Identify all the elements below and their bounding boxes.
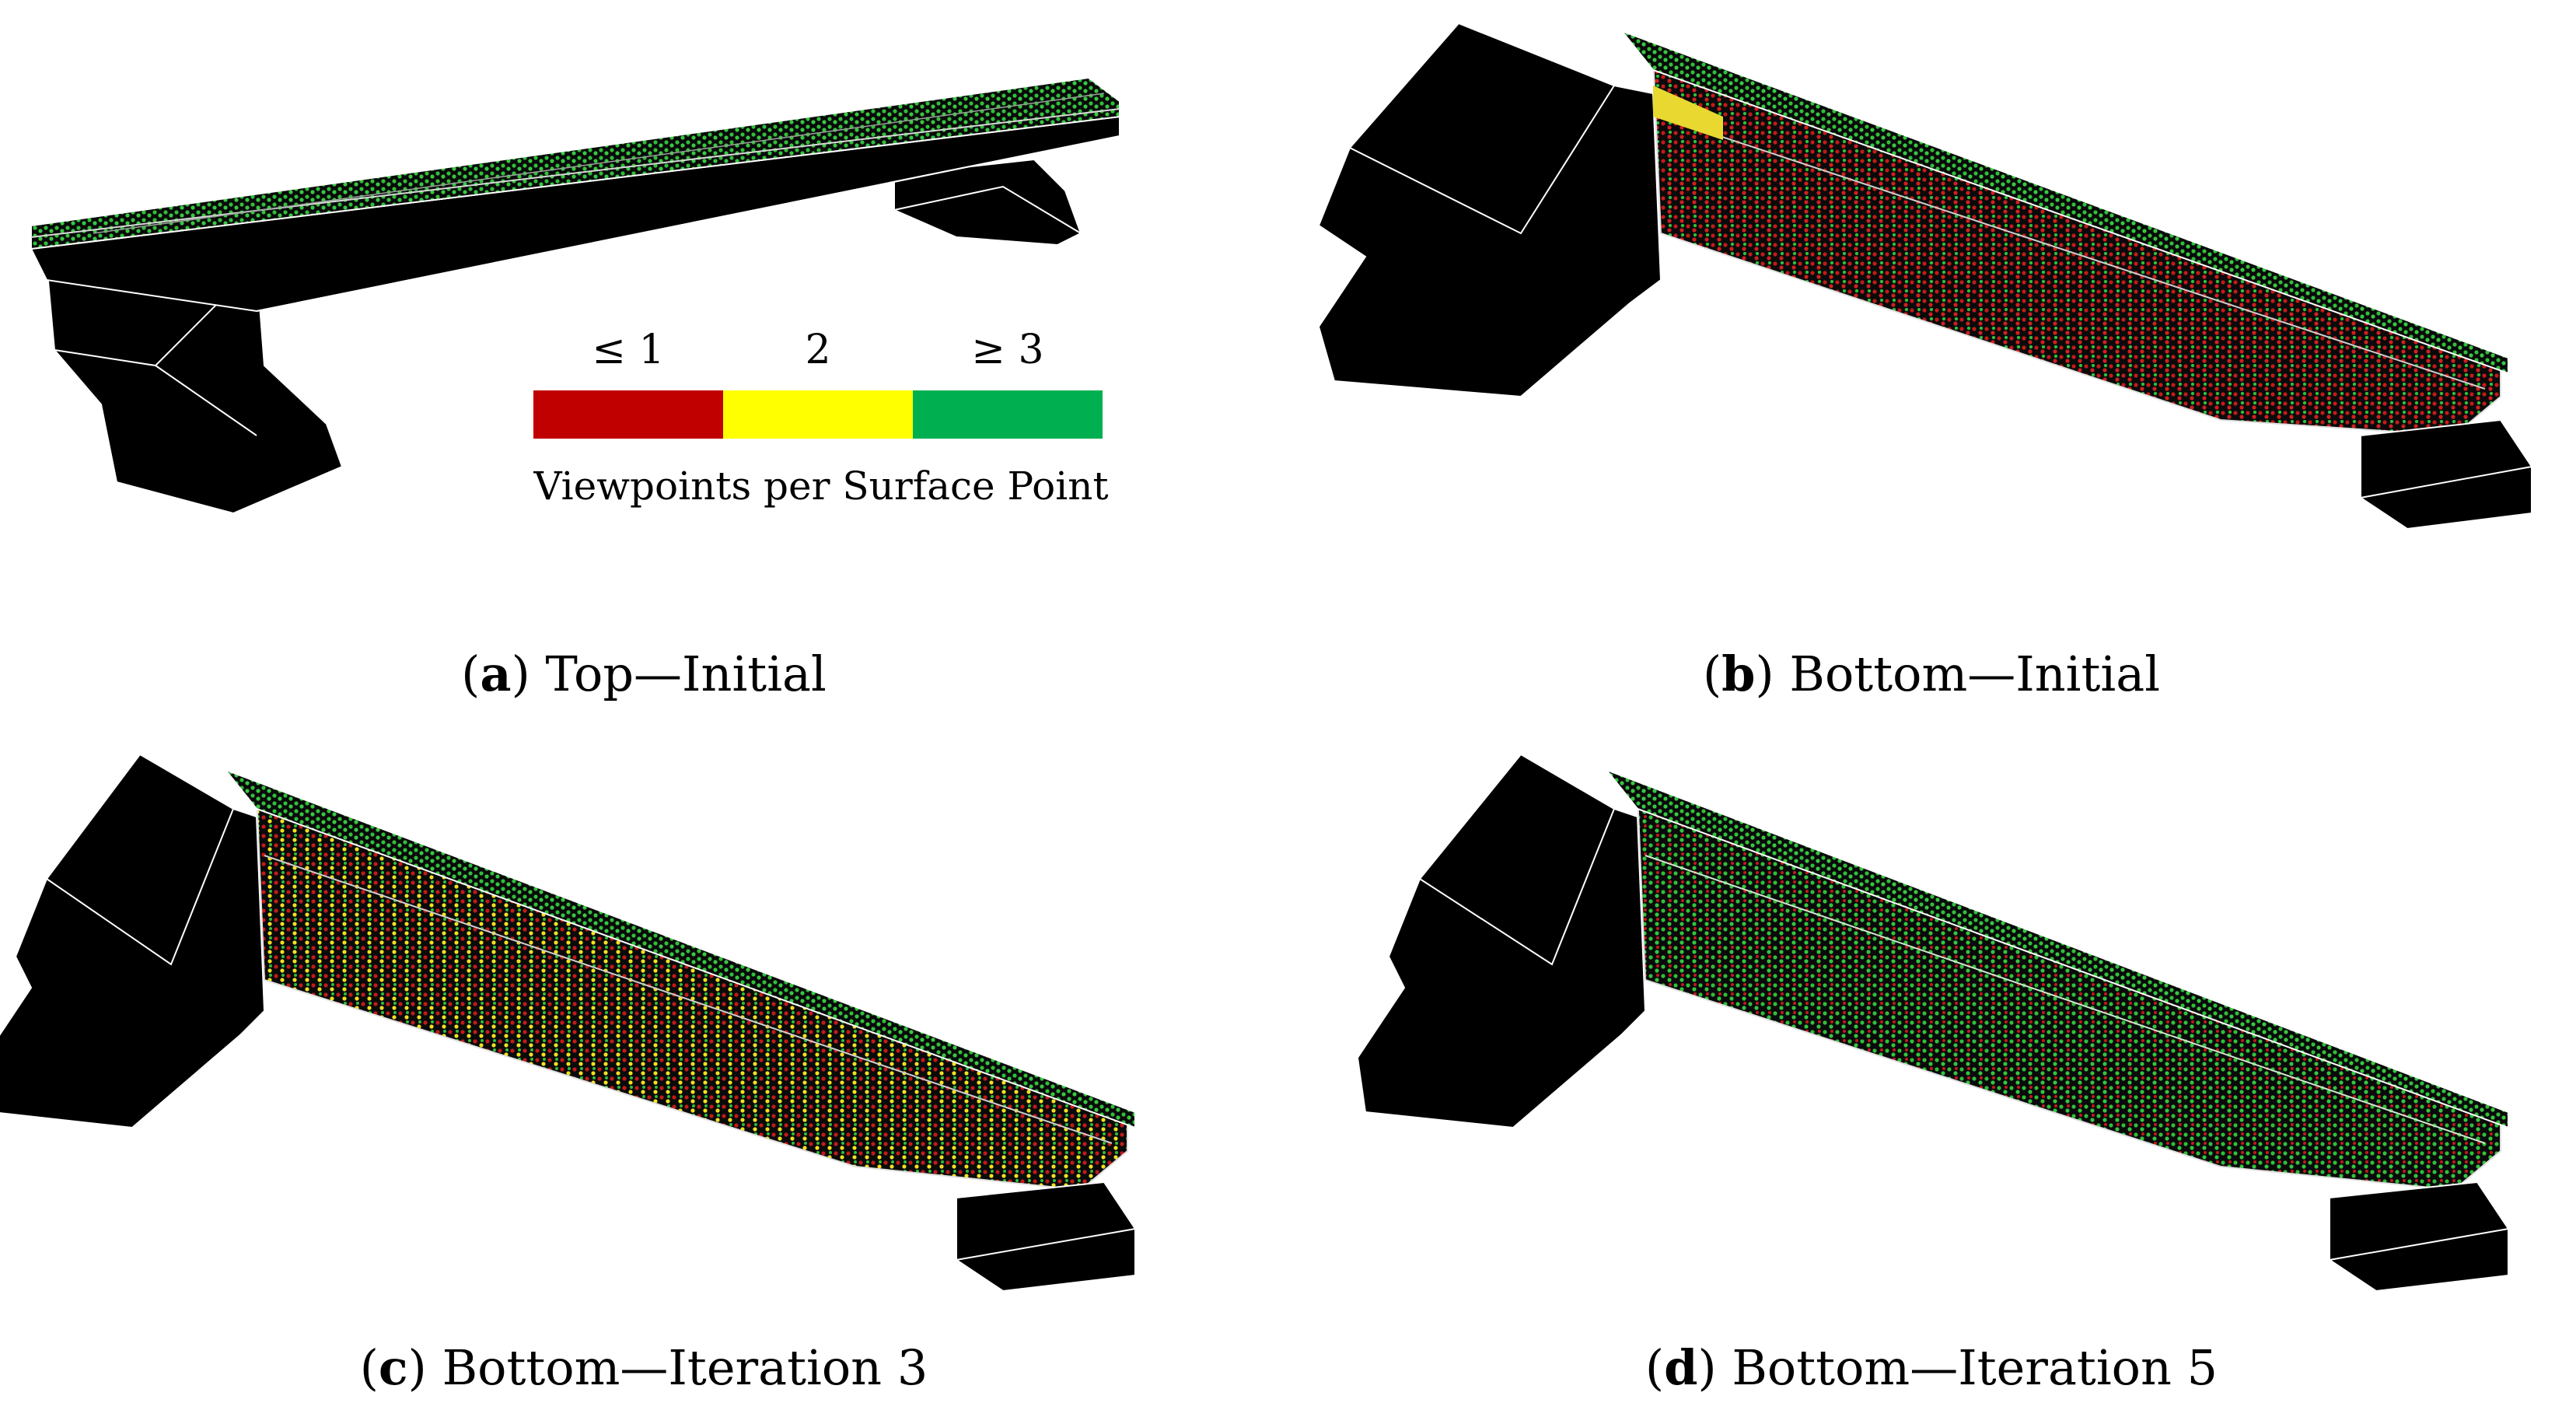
caption-c-title: Bottom—Iteration 3 [442,1339,928,1396]
panel-a-render [0,0,1288,607]
legend-color-bar [533,390,1103,439]
caption-b: (b) Bottom—Initial [1702,646,2161,702]
caption-a: (a) Top—Initial [461,646,827,702]
legend-label-low: ≤ 1 [592,327,665,373]
caption-b-letter: b [1721,646,1756,702]
panel-c-render [0,731,1288,1338]
panel-b-render [1288,0,2576,607]
caption-a-title: Top—Initial [545,646,827,702]
legend-labels: ≤ 1 2 ≥ 3 [526,327,1117,373]
legend-title: Viewpoints per Surface Point [533,464,1109,509]
legend-swatch-yellow [723,390,913,439]
bridge-bottom-iteration5-image [1356,753,2509,1293]
caption-c: (c) Bottom—Iteration 3 [359,1339,928,1396]
caption-d-title: Bottom—Iteration 5 [1732,1339,2218,1396]
legend-swatch-green [913,390,1103,439]
panel-d-render [1288,731,2576,1338]
legend-label-high: ≥ 3 [971,327,1044,373]
caption-a-letter: a [480,646,512,702]
caption-b-title: Bottom—Initial [1789,646,2161,702]
bridge-top-view-image [30,76,1120,515]
bridge-bottom-initial-image [1317,22,2532,530]
caption-d-letter: d [1664,1339,1698,1396]
bridge-bottom-iteration3-image [0,753,1136,1293]
legend-label-mid: 2 [805,327,831,373]
caption-d: (d) Bottom—Iteration 5 [1645,1339,2218,1396]
caption-c-letter: c [378,1339,408,1396]
legend-swatch-red [533,390,723,439]
